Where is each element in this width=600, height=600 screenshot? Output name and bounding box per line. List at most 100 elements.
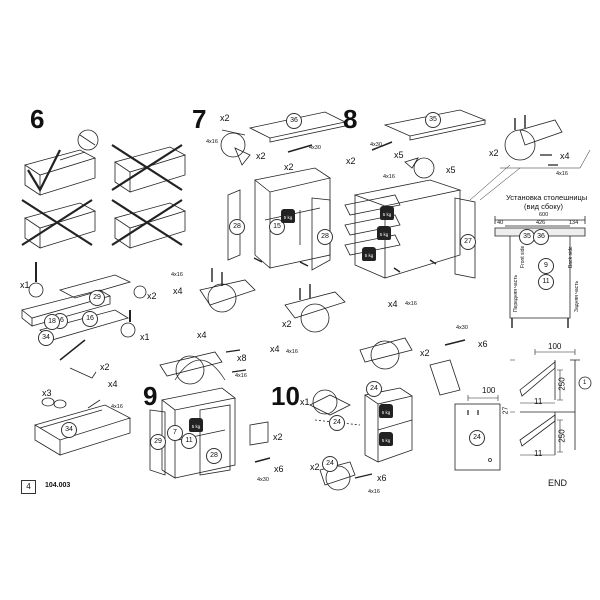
panel-label-36: 36	[286, 113, 302, 129]
qty-label: x8	[237, 353, 247, 363]
dim-11-top: 11	[534, 397, 543, 406]
countertop-title-line1: Установка столешницы	[506, 193, 588, 202]
qty-label: x6	[377, 473, 387, 483]
hinge-dimension-diagrams	[510, 349, 592, 456]
hardware-size-label: 4x16	[286, 349, 298, 355]
qty-label: x4	[388, 299, 398, 309]
step6-drawer-correct	[24, 129, 99, 196]
countertop-title-line2: (вид сбоку)	[524, 202, 563, 211]
hardware-size-label: 4x16	[171, 272, 183, 278]
qty-label: x1	[300, 397, 310, 407]
weight-icon-5kg-b: 5 kg	[380, 206, 394, 220]
step6-drawer-box	[34, 397, 132, 456]
step-number-9: 9	[143, 381, 158, 411]
weight-icon-5kg-c: 5 kg	[377, 226, 391, 240]
panel-label-24b: 24	[329, 415, 345, 431]
step-number-6: 6	[30, 104, 45, 134]
hardware-size-label: 4x30	[309, 145, 321, 151]
qty-label: x5	[394, 150, 404, 160]
qty-label: x2	[256, 151, 266, 161]
step-number-7: 7	[192, 104, 207, 134]
qty-label: x2	[220, 113, 230, 123]
step6-drawer-wrong-3	[111, 199, 187, 249]
step-number-10: 10	[271, 381, 300, 411]
hardware-size-label: 4x30	[456, 325, 468, 331]
weight-icon-5kg-f: 5 kg	[379, 404, 393, 418]
panel-label-28c: 28	[206, 448, 222, 464]
step6-drawer-wrong-1	[111, 144, 187, 193]
detail-marker-1: 1	[583, 380, 587, 386]
dim-11-bottom: 11	[534, 449, 543, 458]
dim-100-side: 100	[482, 386, 496, 395]
panel-label-36b: 36	[533, 229, 549, 245]
step-number-8: 8	[343, 104, 358, 134]
panel-label-24d: 24	[469, 430, 485, 446]
panel-label-34a: 34	[38, 330, 54, 346]
panel-label-27: 27	[460, 234, 476, 250]
panel-label-35: 35	[425, 112, 441, 128]
weight-icon-5kg-g: 5 kg	[379, 432, 393, 446]
step10-cabinet	[309, 337, 466, 491]
qty-label: x4	[270, 344, 280, 354]
weight-icon-5kg-e: 5 kg	[189, 418, 203, 432]
qty-label: x2	[284, 162, 294, 172]
qty-label: x4	[108, 379, 118, 389]
dim-250-top: 250	[557, 377, 567, 391]
front-side-ru: Передняя часть	[513, 274, 519, 312]
back-side-ru: Задняя часть	[574, 280, 580, 312]
side-panel-24	[454, 395, 501, 471]
qty-label: x2	[346, 156, 356, 166]
qty-label: x1	[140, 332, 150, 342]
qty-label: x4	[197, 330, 207, 340]
panel-label-9: 9	[538, 258, 554, 274]
panel-label-15: 15	[269, 219, 285, 235]
end-label: END	[548, 478, 568, 488]
back-side-en: Back side	[568, 246, 574, 268]
hardware-size-label: 4x16	[368, 489, 380, 495]
dim-27: 27	[502, 406, 510, 415]
hardware-size-label: 4x16	[111, 404, 123, 410]
step8-cabinet	[344, 179, 476, 279]
dim-600: 600	[539, 212, 549, 218]
qty-label: x4	[560, 151, 570, 161]
qty-label: x2	[147, 291, 157, 301]
qty-label: x2	[100, 362, 110, 372]
dim-250-bottom: 250	[557, 429, 567, 443]
qty-label: x6	[274, 464, 284, 474]
qty-label: x2	[273, 432, 283, 442]
page-number: 4	[21, 480, 36, 494]
hardware-size-label: 4x30	[257, 477, 269, 483]
hardware-size-label: 4x16	[235, 373, 247, 379]
step9-cabinet	[149, 349, 271, 479]
qty-label: x1	[20, 280, 30, 290]
panel-label-29b: 29	[150, 434, 166, 450]
hardware-size-label: 4x30	[370, 142, 382, 148]
step6-drawer-wrong-2	[21, 199, 97, 249]
panel-label-29: 29	[89, 290, 105, 306]
hardware-size-label: 4x16	[206, 139, 218, 145]
step8-hardware	[371, 115, 563, 179]
step7-hardware	[199, 129, 346, 333]
panel-label-7: 7	[167, 425, 183, 441]
dim-426: 426	[536, 220, 546, 226]
qty-label: x3	[42, 388, 52, 398]
weight-icon-5kg-d: 5 kg	[362, 247, 376, 261]
qty-label: x4	[173, 286, 183, 296]
product-code: 104.003	[45, 482, 71, 489]
panel-label-11: 11	[538, 274, 554, 290]
qty-label: x2	[310, 462, 320, 472]
hardware-size-label: 4x16	[556, 171, 568, 177]
panel-label-28a: 28	[229, 219, 245, 235]
qty-label: x6	[478, 339, 488, 349]
dim-40: 40	[497, 220, 504, 226]
panel-label-24c: 24	[322, 456, 338, 472]
qty-label: x2	[420, 348, 430, 358]
panel-label-16a: 16	[82, 311, 98, 327]
weight-icon-5kg-a: 5 kg	[281, 209, 295, 223]
panel-label-11b: 11	[181, 433, 197, 449]
qty-label: x5	[446, 165, 456, 175]
hardware-size-label: 4x16	[405, 301, 417, 307]
panel-label-28b: 28	[317, 229, 333, 245]
